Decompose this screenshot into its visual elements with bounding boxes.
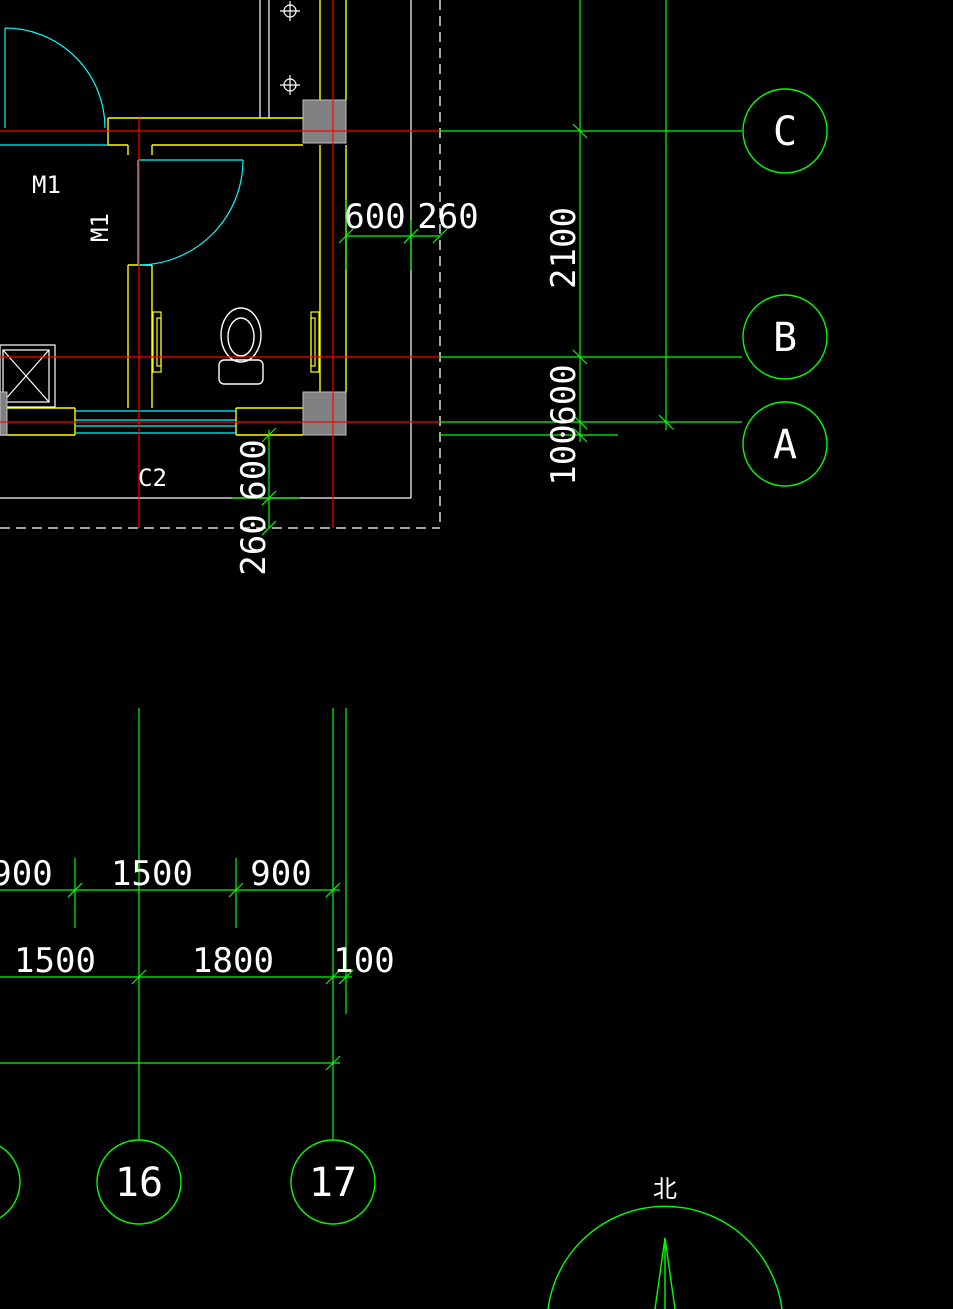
- columns: [0, 99, 347, 436]
- dim-second-row-100: 100: [333, 941, 394, 981]
- dashed-outline: [0, 0, 441, 529]
- column-bottom-left: [0, 391, 8, 436]
- dim-bottom-600: 600: [234, 439, 274, 500]
- dim-right-260: 260: [417, 197, 478, 237]
- dim-top-row-1500: 1500: [111, 854, 193, 894]
- grid-bubble-b: B: [742, 294, 828, 380]
- toilet-icon: [218, 307, 264, 385]
- svg-text:B: B: [773, 315, 797, 361]
- dim-row-2100: 2100: [544, 207, 584, 289]
- svg-text:A: A: [773, 422, 797, 468]
- door-swing-m1-upper: [4, 27, 106, 129]
- dim-second-row-1800: 1800: [192, 941, 274, 981]
- axis-lines: [0, 0, 440, 528]
- window-label-c2: C2: [138, 464, 167, 492]
- shaft-x-icon: [0, 344, 56, 408]
- duct-strip: [259, 0, 300, 118]
- window-c2: [75, 410, 236, 434]
- inner-outline: [0, 0, 412, 499]
- walls: [0, 0, 347, 436]
- svg-text:16: 16: [115, 1160, 163, 1206]
- grab-bars: [152, 311, 320, 373]
- partition-thin: [0, 144, 139, 265]
- dim-top-row-900-right: 900: [250, 854, 311, 894]
- north-arrow-icon: [547, 1205, 783, 1309]
- dim-bottom-260: 260: [234, 514, 274, 575]
- north-label: 北: [653, 1175, 677, 1203]
- grid-bubble-c: C: [742, 88, 828, 174]
- grid-bubble-17: 17: [290, 1139, 376, 1225]
- column-bottom-right: [302, 391, 347, 436]
- dim-row-600: 600: [544, 364, 584, 425]
- grid-bubble-a: A: [742, 401, 828, 487]
- column-top-right: [302, 99, 347, 144]
- door-label-m1-rotated: M1: [86, 213, 114, 242]
- door-swing-m1-lower: [137, 159, 244, 266]
- dim-row-100: 100: [544, 424, 584, 485]
- svg-text:17: 17: [309, 1160, 357, 1206]
- dim-right-600: 600: [344, 197, 405, 237]
- grid-bubble-16: 16: [96, 1139, 182, 1225]
- dimension-lines: [0, 0, 742, 1140]
- grid-bubble-partial: [0, 1145, 21, 1219]
- svg-text:C: C: [773, 109, 797, 155]
- door-label-m1: M1: [32, 171, 61, 199]
- dim-second-row-1500: 1500: [14, 941, 96, 981]
- dim-top-row-900-left: 900: [0, 854, 53, 894]
